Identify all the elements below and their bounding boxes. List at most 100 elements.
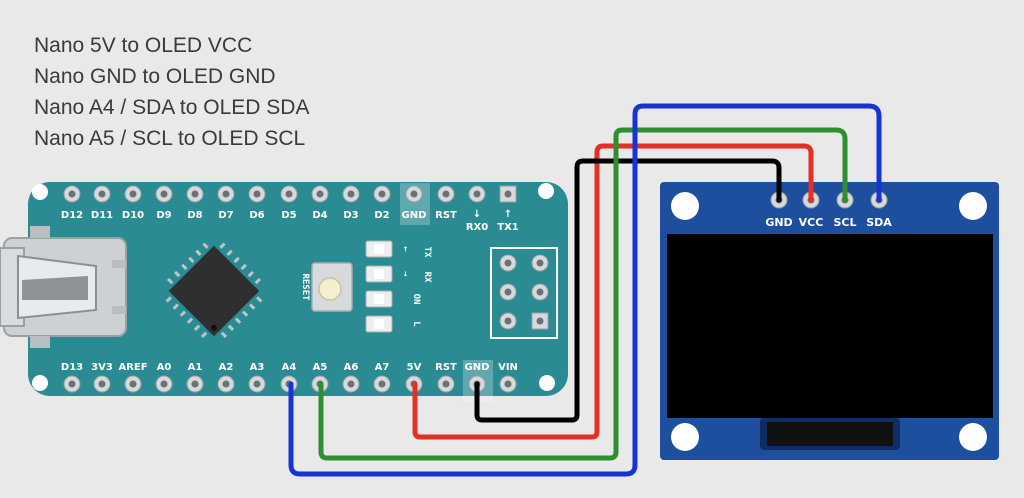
nano-hole-tr — [538, 183, 554, 199]
usb-connector — [0, 226, 127, 348]
pin-arrow-rx0: ↓ — [473, 209, 481, 220]
pin-top-hole — [442, 190, 450, 198]
pin-label-bottom-a5: A5 — [313, 362, 328, 373]
nano-pcb — [28, 182, 568, 396]
pin-top-hole — [347, 190, 355, 198]
oled-ribbon-connector — [767, 422, 893, 446]
pin-label-bottom-a6: A6 — [344, 362, 359, 373]
oled-pin-label-vcc: VCC — [799, 216, 824, 229]
pin-label-bottom-5v: 5V — [407, 362, 422, 373]
pin-label-top-d11: D11 — [91, 210, 113, 221]
pin-label-bottom-a2: A2 — [219, 362, 234, 373]
pin-top-hole — [504, 190, 512, 198]
oled-hole-tl — [671, 192, 699, 220]
pin-label-top-d12: D12 — [61, 210, 83, 221]
nano-hole-br — [539, 375, 555, 391]
pin-label-top-d9: D9 — [156, 210, 171, 221]
pin-arrow-tx1: ↑ — [504, 209, 512, 220]
pin-label-top-rx0: RX0 — [466, 222, 488, 233]
pin-bottom-hole — [378, 380, 386, 388]
instruction-sda: Nano A4 / SDA to OLED SDA — [34, 96, 310, 119]
pin-label-bottom-aref: AREF — [118, 362, 147, 373]
pin-top-hole — [160, 190, 168, 198]
pin-bottom-hole — [347, 380, 355, 388]
pin-bottom-hole — [253, 380, 261, 388]
pin-bottom-hole — [504, 380, 512, 388]
wire-a5-to-scl — [318, 127, 848, 461]
pin-label-top-d4: D4 — [312, 210, 327, 221]
instruction-scl: Nano A5 / SCL to OLED SCL — [34, 127, 306, 150]
pin-label-bottom-a3: A3 — [250, 362, 265, 373]
led-group — [365, 240, 393, 333]
pin-bottom-hole — [160, 380, 168, 388]
pin-label-top-d7: D7 — [218, 210, 233, 221]
pin-top-hole — [253, 190, 261, 198]
pin-bottom-hole — [68, 380, 76, 388]
reset-button[interactable] — [311, 262, 353, 312]
oled-hole-tr — [959, 192, 987, 220]
oled-hole-br — [959, 423, 987, 451]
pin-top-hole — [378, 190, 386, 198]
oled-module: GND VCC SCL SDA — [660, 182, 999, 460]
wire-5v-to-vcc — [412, 143, 814, 440]
pin-label-top-d5: D5 — [281, 210, 296, 221]
pin-label-bottom-a0: A0 — [157, 362, 172, 373]
pin-bottom-hole — [191, 380, 199, 388]
led-rx-label: RX — [422, 272, 432, 283]
led-on-label: ON — [411, 294, 421, 305]
pin-bottom-hole — [442, 380, 450, 388]
bottom-pin-header: D13 3V3 AREF A0 A1 A2 A3 A4 A5 A6 A7 5V RST GND VIN — [61, 362, 518, 393]
instruction-gnd: Nano GND to OLED GND — [34, 65, 276, 88]
pin-label-bottom-d13: D13 — [61, 362, 83, 373]
pin-top-hole — [129, 190, 137, 198]
arduino-nano-board: RESET ← TX → RX ON L — [0, 182, 568, 402]
led-rx-arrow: → — [400, 271, 410, 277]
pin-label-bottom-vin: VIN — [498, 362, 518, 373]
pin-label-bottom-3v3: 3V3 — [91, 362, 113, 373]
pin-top-hole — [222, 190, 230, 198]
nano-hole-bl — [32, 375, 48, 391]
oled-screen — [667, 234, 993, 418]
wire-gnd-to-gnd — [474, 158, 782, 423]
pin-label-bottom-rst: RST — [435, 362, 457, 373]
pin-bottom-hole — [129, 380, 137, 388]
reset-label: RESET — [300, 273, 310, 301]
led-tx-label: TX — [422, 247, 432, 258]
pin-label-top-d10: D10 — [122, 210, 144, 221]
led-tx-arrow: ← — [400, 246, 410, 252]
led-l-label: L — [411, 321, 421, 327]
atmega-chip — [165, 242, 263, 339]
pin-label-top-d6: D6 — [249, 210, 264, 221]
pin-label-bottom-a7: A7 — [375, 362, 390, 373]
pin-label-bottom-gnd: GND — [465, 362, 490, 373]
pin-bottom-hole — [98, 380, 106, 388]
oled-pin-label-scl: SCL — [833, 216, 856, 229]
oled-pin-label-gnd: GND — [765, 216, 792, 229]
wires — [288, 103, 882, 477]
pin-label-top-rst: RST — [435, 210, 457, 221]
instruction-5v: Nano 5V to OLED VCC — [34, 34, 253, 57]
pin-top-hole — [316, 190, 324, 198]
pin-top-hole — [191, 190, 199, 198]
pin-top-hole — [285, 190, 293, 198]
pin-label-top-d8: D8 — [187, 210, 202, 221]
pin-label-top-d3: D3 — [343, 210, 358, 221]
pin-top-hole — [98, 190, 106, 198]
pin-label-bottom-a4: A4 — [282, 362, 297, 373]
pin-top-hole — [410, 190, 418, 198]
connection-instructions: Nano 5V to OLED VCC Nano GND to OLED GND… — [34, 30, 309, 154]
pin-bottom-hole — [222, 380, 230, 388]
icsp-header — [490, 247, 558, 339]
nano-hole-tl — [32, 184, 48, 200]
pin-label-top-gnd: GND — [402, 210, 427, 221]
oled-pin-header: GND VCC SCL SDA — [765, 191, 892, 229]
pin-label-top-tx1: TX1 — [497, 222, 519, 233]
oled-hole-bl — [671, 423, 699, 451]
pin-label-bottom-a1: A1 — [188, 362, 203, 373]
pin-top-hole — [473, 190, 481, 198]
wire-a4-to-sda — [288, 103, 882, 477]
pin-top-hole — [68, 190, 76, 198]
oled-pin-label-sda: SDA — [866, 216, 892, 229]
pin-label-top-d2: D2 — [374, 210, 389, 221]
